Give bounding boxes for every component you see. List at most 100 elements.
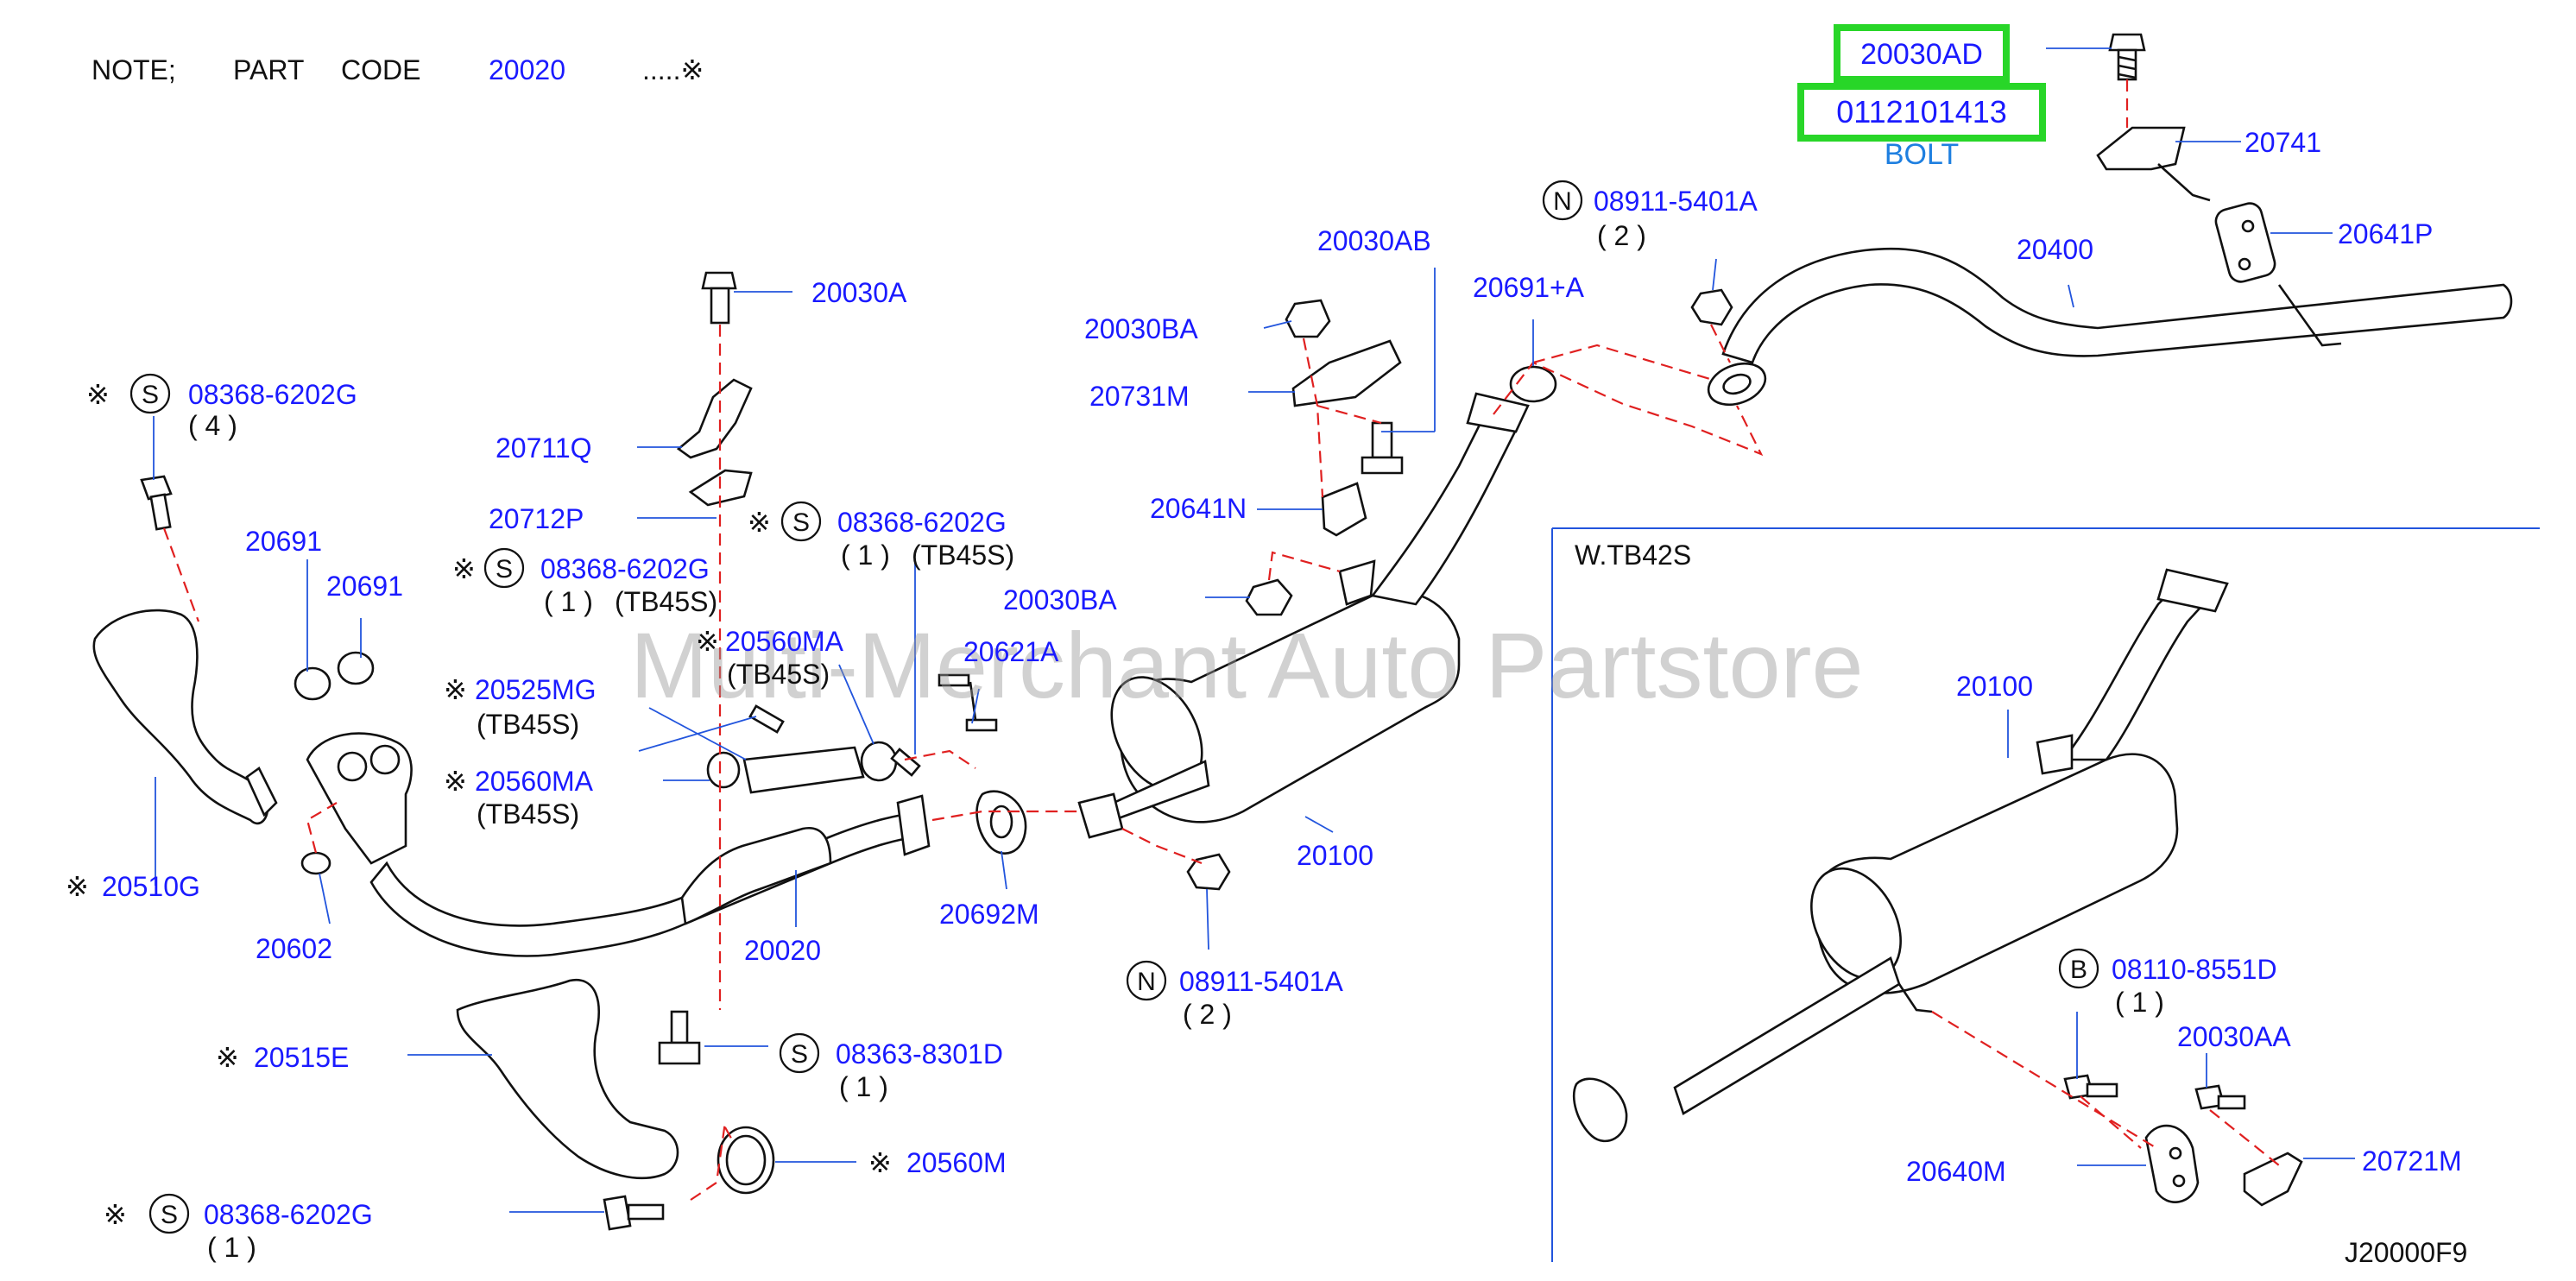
- nut-20030BA-top-drawing: [1285, 299, 1331, 338]
- highlight-part-0112101413[interactable]: 0112101413: [1836, 94, 2007, 129]
- bolt-08363-drawing: [658, 1010, 701, 1065]
- label-20100-inset[interactable]: 20100: [1956, 671, 2033, 702]
- symbol-S-08368-middle: [483, 547, 525, 589]
- note-20525MG: (TB45S): [477, 709, 579, 740]
- mark-20510G: ※: [66, 871, 89, 902]
- bolt-08110-drawing: [2063, 1074, 2118, 1100]
- label-20030A[interactable]: 20030A: [811, 277, 907, 308]
- symbol-S-08363: [779, 1032, 820, 1074]
- note-20560MA-upper: (TB45S): [727, 659, 830, 690]
- insulator-20641N-drawing: [1321, 482, 1367, 537]
- bolt-08368-right-drawing: [890, 748, 921, 777]
- mark-20525MG: ※: [444, 674, 467, 705]
- gasket-20692M-drawing: [975, 790, 1027, 855]
- symbol-S-08368-middle-letter: S: [496, 555, 513, 584]
- bracket-20711Q-drawing: [676, 378, 753, 459]
- inset-inlet-flange: [2156, 568, 2229, 613]
- label-20030BA-top[interactable]: 20030BA: [1084, 313, 1198, 344]
- symbol-S-08368-top-letter: S: [142, 381, 159, 409]
- label-08110[interactable]: 08110-8551D: [2112, 954, 2277, 985]
- label-20691-2[interactable]: 20691: [326, 571, 403, 602]
- note-part-number[interactable]: 20020: [489, 54, 565, 85]
- highlight-box-0112101413: [1797, 83, 2046, 142]
- label-08911-top[interactable]: 08911-5401A: [1594, 186, 1758, 217]
- label-20621A[interactable]: 20621A: [963, 636, 1059, 667]
- label-20030BA-lower[interactable]: 20030BA: [1003, 584, 1117, 615]
- label-20525MG[interactable]: 20525MG: [475, 674, 597, 705]
- front-pipe-flange-hole-2: [369, 744, 401, 775]
- label-20692M[interactable]: 20692M: [939, 899, 1039, 930]
- front-pipe-flange-hole-1: [337, 751, 368, 782]
- label-08911-bottom[interactable]: 08911-5401A: [1179, 966, 1343, 997]
- note-suffix: .....※: [642, 54, 704, 85]
- label-20640M[interactable]: 20640M: [1906, 1156, 2006, 1187]
- inset-inlet-pipe: [2061, 585, 2209, 761]
- label-20560MA-lower[interactable]: 20560MA: [475, 766, 594, 797]
- label-20515E[interactable]: 20515E: [254, 1042, 349, 1073]
- front-pipe-manifold-flange: [306, 732, 413, 865]
- washer-20602-drawing: [300, 851, 331, 875]
- label-20602[interactable]: 20602: [256, 933, 332, 964]
- front-pipe-catalyst: [680, 826, 832, 925]
- label-08368-top[interactable]: 08368-6202G: [188, 379, 357, 410]
- inset-frame: W.TB42S: [1551, 527, 2540, 1262]
- label-08368-bottom[interactable]: 08368-6202G: [204, 1199, 373, 1230]
- note-part: PART: [233, 54, 304, 85]
- note-prefix: NOTE;: [92, 54, 176, 85]
- leader-lines: [153, 47, 2355, 1213]
- label-20691-1[interactable]: 20691: [245, 526, 322, 557]
- mark-08368-top: ※: [86, 379, 110, 410]
- symbol-N-bottom-letter: N: [1137, 968, 1156, 996]
- label-20711Q[interactable]: 20711Q: [496, 432, 592, 464]
- symbol-S-08368-bottom: [148, 1193, 190, 1234]
- label-20030AB[interactable]: 20030AB: [1317, 225, 1431, 256]
- label-20020[interactable]: 20020: [744, 935, 821, 966]
- insulator-20640M-drawing: [2144, 1124, 2200, 1203]
- inset-outlet-pipe: [1673, 956, 1901, 1115]
- bracket-20721M-drawing: [2243, 1152, 2303, 1207]
- highlight-bolt-label: BOLT: [1885, 138, 1959, 171]
- label-08368-middle[interactable]: 08368-6202G: [540, 553, 710, 584]
- front-pipe-rear-flange: [896, 794, 931, 856]
- nut-08911-bottom-drawing: [1186, 853, 1231, 891]
- label-20691A[interactable]: 20691+A: [1473, 272, 1585, 303]
- qty-08368-right: ( 1 ): [841, 540, 890, 571]
- tail-pipe-flange-hole: [1722, 373, 1752, 395]
- label-20560MA-upper[interactable]: 20560MA: [725, 626, 844, 657]
- label-20741[interactable]: 20741: [2245, 127, 2321, 158]
- bolt-20030AB-drawing: [1361, 421, 1404, 475]
- symbol-S-08368-bottom-letter: S: [161, 1201, 178, 1229]
- symbol-S-08368-right-letter: S: [792, 508, 810, 537]
- label-20712P[interactable]: 20712P: [489, 503, 584, 534]
- label-20400[interactable]: 20400: [2017, 234, 2093, 265]
- label-20641P[interactable]: 20641P: [2338, 218, 2433, 249]
- muffler-20100-outlet-flange: [1077, 792, 1124, 839]
- label-20030AA[interactable]: 20030AA: [2177, 1021, 2291, 1052]
- label-20641N[interactable]: 20641N: [1150, 493, 1247, 524]
- mark-08368-middle: ※: [452, 553, 476, 584]
- highlight-part-20030AD[interactable]: 20030AD: [1860, 38, 1983, 71]
- bolt-20030AA-drawing: [2194, 1084, 2246, 1110]
- label-20731M[interactable]: 20731M: [1089, 381, 1190, 412]
- bracket-20741-stud: [2157, 163, 2211, 202]
- muffler-20100-hanger: [1338, 559, 1376, 606]
- tail-pipe-drawing: [1721, 247, 2513, 364]
- gasket-20691-2-drawing: [337, 651, 375, 685]
- inset-title: W.TB42S: [1575, 540, 1691, 571]
- symbol-N-top: [1542, 180, 1583, 221]
- mark-08368-bottom: ※: [104, 1199, 127, 1230]
- label-20560M[interactable]: 20560M: [906, 1147, 1007, 1178]
- label-08368-right[interactable]: 08368-6202G: [837, 507, 1007, 538]
- label-20721M[interactable]: 20721M: [2362, 1145, 2462, 1177]
- label-20100-main[interactable]: 20100: [1297, 840, 1373, 871]
- tail-pipe-hanger-rod: [2277, 284, 2342, 347]
- bolt-08368-top-drawing: [140, 475, 173, 531]
- symbol-N-top-letter: N: [1553, 187, 1572, 216]
- muffler-20100-inlet-flange: [1466, 392, 1530, 433]
- label-08363[interactable]: 08363-8301D: [836, 1038, 1003, 1070]
- inset-outlet-flange: [1572, 1077, 1628, 1143]
- highlight-box-20030AD: [1834, 24, 2010, 83]
- bracket-20731M-drawing: [1291, 339, 1402, 407]
- label-20510G[interactable]: 20510G: [102, 871, 200, 902]
- muffler-20100-inlet-pipe: [1370, 413, 1521, 606]
